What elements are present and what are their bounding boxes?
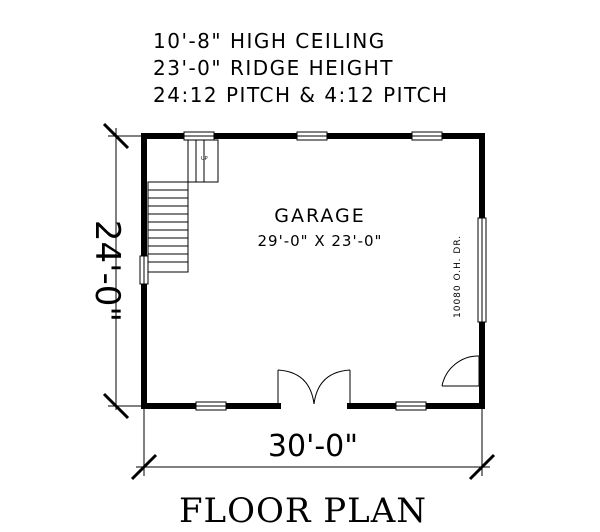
dimension-width-label: 30'-0" (268, 429, 358, 464)
dimension-depth (102, 122, 144, 420)
dimension-depth-label: 24'-0" (87, 220, 127, 322)
dimension-width (130, 406, 496, 481)
plan-title: FLOOR PLAN (179, 491, 427, 531)
entry-door (277, 369, 351, 406)
room-size: 29'-0" X 23'-0" (258, 232, 383, 250)
exterior-walls (141, 133, 485, 409)
side-door (441, 355, 480, 387)
spec-pitch: 24:12 PITCH & 4:12 PITCH (153, 83, 449, 107)
windows (139, 131, 443, 411)
overhead-door (477, 217, 487, 323)
spec-notes: 10'-8" HIGH CEILING 23'-0" RIDGE HEIGHT … (153, 28, 493, 109)
room-name: GARAGE (274, 205, 366, 227)
spec-ridge: 23'-0" RIDGE HEIGHT (153, 56, 394, 80)
stair-label: UP (201, 156, 208, 162)
door-label: 10080 O.H. DR. (453, 235, 463, 318)
spec-ceiling: 10'-8" HIGH CEILING (153, 29, 386, 53)
stair-landing (187, 139, 219, 183)
stair (147, 139, 219, 273)
